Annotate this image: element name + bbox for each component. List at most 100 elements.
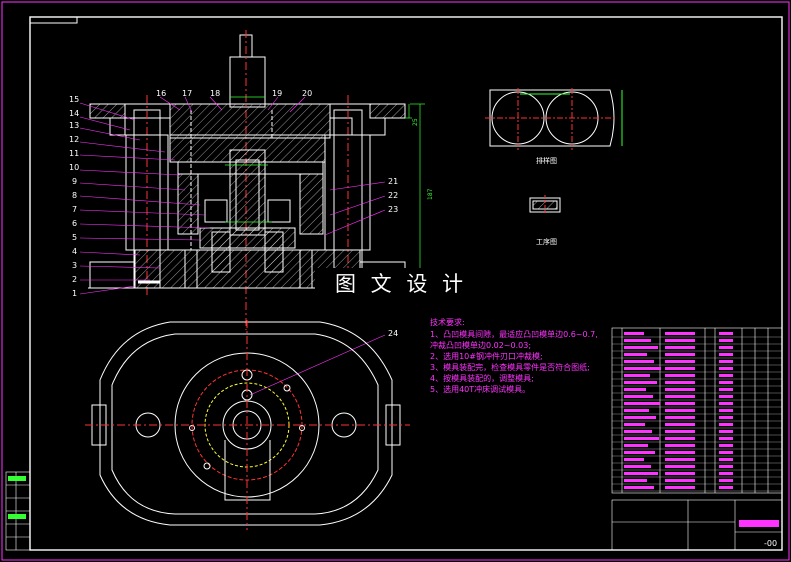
table-cell-mark bbox=[665, 486, 695, 489]
table-cell-mark bbox=[665, 409, 695, 412]
table-cell-mark bbox=[719, 395, 733, 398]
table-cell-mark bbox=[719, 430, 733, 433]
tech-note-line: 3、模具装配完，检查模具零件是否符合图纸; bbox=[430, 362, 590, 372]
table-cell-mark bbox=[665, 360, 695, 363]
table-cell-mark bbox=[665, 381, 695, 384]
table-cell-mark bbox=[719, 388, 733, 391]
part-no: 19 bbox=[272, 89, 282, 98]
title-block bbox=[611, 499, 783, 551]
table-cell-mark bbox=[624, 409, 649, 412]
table-cell-mark bbox=[624, 339, 651, 342]
table-cell-mark bbox=[719, 409, 733, 412]
table-cell-mark bbox=[665, 472, 695, 475]
table-cell-mark bbox=[665, 332, 695, 335]
table-cell-mark bbox=[665, 479, 695, 482]
blank-layout-view bbox=[485, 88, 623, 150]
table-cell-mark bbox=[665, 367, 695, 370]
table-cell-mark bbox=[665, 374, 695, 377]
part-no: 18 bbox=[210, 89, 220, 98]
table-cell-mark bbox=[665, 346, 695, 349]
table-cell-mark bbox=[665, 437, 695, 440]
table-cell-mark bbox=[624, 472, 658, 475]
parts-list-rows bbox=[612, 332, 782, 492]
table-cell-mark bbox=[624, 360, 654, 363]
part-no: 11 bbox=[69, 149, 79, 158]
table-cell-mark bbox=[624, 437, 659, 440]
table-cell-mark bbox=[624, 444, 648, 447]
corner-code-box bbox=[29, 16, 78, 24]
table-cell-mark bbox=[624, 458, 644, 461]
table-cell-mark bbox=[719, 416, 733, 419]
table-cell-mark bbox=[665, 339, 695, 342]
table-cell-mark bbox=[719, 486, 733, 489]
table-cell-mark bbox=[624, 346, 658, 349]
table-cell-mark bbox=[719, 339, 733, 342]
table-cell-mark bbox=[624, 402, 660, 405]
table-cell-mark bbox=[719, 346, 733, 349]
table-cell-mark bbox=[624, 388, 646, 391]
dimension-lines bbox=[225, 96, 425, 289]
table-cell-mark bbox=[624, 479, 647, 482]
leader-lines bbox=[79, 96, 386, 396]
table-cell-mark bbox=[719, 360, 733, 363]
sheet-mark: -00 bbox=[764, 539, 777, 548]
table-cell-mark bbox=[624, 423, 645, 426]
table-cell-mark bbox=[624, 416, 656, 419]
part-no: 22 bbox=[388, 191, 398, 200]
dim-total-height: 187 bbox=[427, 188, 434, 200]
table-cell-mark bbox=[719, 402, 733, 405]
part-no: 8 bbox=[72, 191, 77, 200]
part-numbers-left: 15 14 13 12 11 10 9 8 7 6 5 4 3 2 1 bbox=[69, 95, 79, 298]
part-no: 2 bbox=[72, 275, 77, 284]
inner-border bbox=[29, 16, 783, 551]
part-no: 15 bbox=[69, 95, 79, 104]
table-cell-mark bbox=[624, 374, 650, 377]
title-block-name-bar bbox=[739, 520, 779, 527]
parts-list-table bbox=[611, 327, 783, 494]
table-cell-mark bbox=[719, 437, 733, 440]
table-cell-mark bbox=[624, 486, 654, 489]
table-cell-mark bbox=[665, 416, 695, 419]
part-no: 5 bbox=[72, 233, 77, 242]
table-cell-mark bbox=[665, 430, 695, 433]
part-no: 10 bbox=[69, 163, 79, 172]
table-cell-mark bbox=[624, 367, 661, 370]
table-cell-mark bbox=[624, 430, 652, 433]
part-no: 1 bbox=[72, 289, 77, 298]
revision-strip bbox=[5, 471, 31, 551]
table-cell-mark bbox=[665, 451, 695, 454]
part-no: 21 bbox=[388, 177, 398, 186]
part-no: 23 bbox=[388, 205, 398, 214]
table-cell-mark bbox=[665, 388, 695, 391]
watermark-text: 图 文 设 计 bbox=[335, 272, 467, 296]
part-numbers-top: 16 17 18 19 20 bbox=[156, 89, 312, 98]
caption-process-part: 工序图 bbox=[536, 237, 557, 246]
part-no-plan: 24 bbox=[388, 329, 398, 338]
table-cell-mark bbox=[719, 353, 733, 356]
tech-note-line: 5、选用40T冲床调试模具。 bbox=[430, 384, 530, 394]
tech-note-line: 1、凸凹模具间隙，最适应凸凹模单边0.6~0.7, bbox=[430, 329, 598, 339]
table-cell-mark bbox=[624, 395, 653, 398]
tech-note-line: 4、按模具装配的，调整模具; bbox=[430, 373, 534, 383]
part-process-view bbox=[529, 195, 561, 215]
part-no: 14 bbox=[69, 109, 79, 118]
table-cell-mark bbox=[719, 479, 733, 482]
tech-note-line: 冲裁凸凹模单边0.02~0.03; bbox=[430, 340, 531, 350]
part-no: 17 bbox=[182, 89, 192, 98]
watermark-band bbox=[315, 268, 475, 298]
table-cell-mark bbox=[719, 423, 733, 426]
table-cell-mark bbox=[665, 458, 695, 461]
table-cell-mark bbox=[719, 458, 733, 461]
revision-mark bbox=[8, 476, 26, 481]
tech-notes-title: 技术要求: bbox=[430, 317, 465, 327]
table-cell-mark bbox=[665, 465, 695, 468]
table-cell-mark bbox=[719, 332, 733, 335]
plan-view bbox=[85, 320, 410, 530]
technical-requirements: 技术要求: 1、凸凹模具间隙，最适应凸凹模单边0.6~0.7, 冲裁凸凹模单边0… bbox=[430, 317, 598, 394]
table-cell-mark bbox=[719, 367, 733, 370]
revision-mark bbox=[8, 514, 26, 519]
dim-plate-thickness: 25 bbox=[412, 118, 419, 126]
table-cell-mark bbox=[719, 444, 733, 447]
